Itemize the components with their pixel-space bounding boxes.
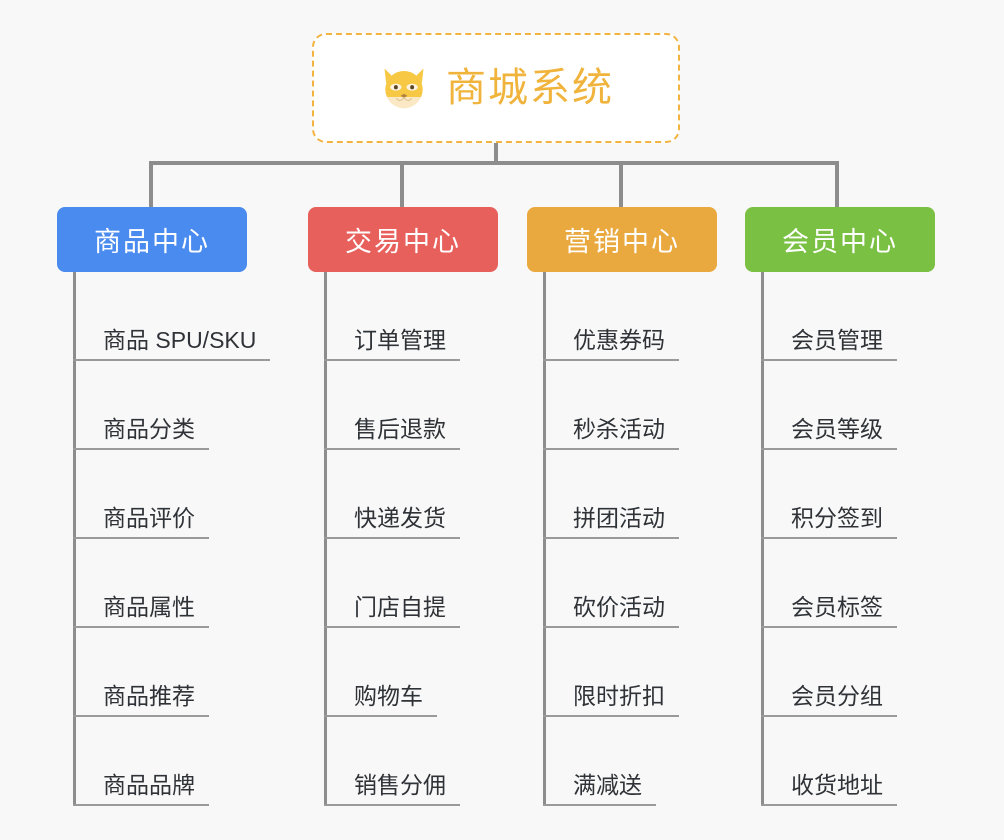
branch-header-2[interactable]: 交易中心 — [308, 207, 498, 272]
leaf-spine-4 — [761, 272, 764, 806]
leaf-item[interactable]: 订单管理 — [308, 272, 498, 361]
leaf-label: 满减送 — [543, 772, 656, 806]
leaf-item[interactable]: 销售分佣 — [308, 717, 498, 806]
root-node[interactable]: 商城系统 — [312, 33, 680, 143]
shiba-dog-face-icon — [384, 68, 424, 109]
leaf-spine-2 — [324, 272, 327, 806]
leaf-item[interactable]: 会员分组 — [745, 628, 935, 717]
branch-column-4: 会员中心 会员管理 会员等级 积分签到 会员标签 会员分组 收货地址 — [745, 207, 935, 806]
leaf-item[interactable]: 收货地址 — [745, 717, 935, 806]
leaf-list-2: 订单管理 售后退款 快递发货 门店自提 购物车 销售分佣 — [308, 272, 498, 806]
leaf-label: 商品 SPU/SKU — [73, 327, 271, 361]
connector-drop-3 — [619, 161, 623, 209]
leaf-label: 限时折扣 — [543, 683, 679, 717]
leaf-spine-1 — [73, 272, 76, 806]
leaf-label: 会员标签 — [761, 594, 897, 628]
branch-header-1-label: 商品中心 — [94, 227, 210, 257]
branch-header-4-label: 会员中心 — [782, 227, 898, 257]
branch-header-4[interactable]: 会员中心 — [745, 207, 935, 272]
leaf-spine-3 — [543, 272, 546, 806]
leaf-label: 会员管理 — [761, 327, 897, 361]
branch-header-3-label: 营销中心 — [564, 227, 680, 257]
leaf-label: 门店自提 — [324, 594, 460, 628]
leaf-item[interactable]: 限时折扣 — [527, 628, 717, 717]
leaf-item[interactable]: 快递发货 — [308, 450, 498, 539]
leaf-label: 会员等级 — [761, 416, 897, 450]
branch-column-3: 营销中心 优惠券码 秒杀活动 拼团活动 砍价活动 限时折扣 满减送 — [527, 207, 717, 806]
leaf-label: 销售分佣 — [324, 772, 460, 806]
leaf-list-4: 会员管理 会员等级 积分签到 会员标签 会员分组 收货地址 — [745, 272, 935, 806]
leaf-item[interactable]: 商品 SPU/SKU — [57, 272, 271, 361]
leaf-label: 砍价活动 — [543, 594, 679, 628]
leaf-label: 购物车 — [324, 683, 437, 717]
leaf-item[interactable]: 商品属性 — [57, 539, 247, 628]
leaf-label: 商品属性 — [73, 594, 209, 628]
leaf-label: 优惠券码 — [543, 327, 679, 361]
leaf-label: 拼团活动 — [543, 505, 679, 539]
leaf-label: 会员分组 — [761, 683, 897, 717]
leaf-label: 收货地址 — [761, 772, 897, 806]
connector-drop-4 — [835, 161, 839, 209]
branch-column-2: 交易中心 订单管理 售后退款 快递发货 门店自提 购物车 销售分佣 — [308, 207, 498, 806]
connector-root-stem — [494, 143, 498, 165]
leaf-label: 快递发货 — [324, 505, 460, 539]
leaf-item[interactable]: 购物车 — [308, 628, 498, 717]
branch-header-3[interactable]: 营销中心 — [527, 207, 717, 272]
leaf-item[interactable]: 门店自提 — [308, 539, 498, 628]
leaf-item[interactable]: 砍价活动 — [527, 539, 717, 628]
leaf-label: 商品评价 — [73, 505, 209, 539]
leaf-item[interactable]: 售后退款 — [308, 361, 498, 450]
leaf-item[interactable]: 秒杀活动 — [527, 361, 717, 450]
connector-drop-2 — [400, 161, 404, 209]
branch-header-1[interactable]: 商品中心 — [57, 207, 247, 272]
leaf-label: 商品品牌 — [73, 772, 209, 806]
leaf-label: 订单管理 — [324, 327, 460, 361]
branch-column-1: 商品中心 商品 SPU/SKU 商品分类 商品评价 商品属性 商品推荐 商品品牌 — [57, 207, 271, 806]
leaf-label: 秒杀活动 — [543, 416, 679, 450]
leaf-item[interactable]: 商品分类 — [57, 361, 247, 450]
leaf-label: 积分签到 — [761, 505, 897, 539]
leaf-item[interactable]: 优惠券码 — [527, 272, 717, 361]
connector-drop-1 — [149, 161, 153, 209]
leaf-label: 售后退款 — [324, 416, 460, 450]
leaf-item[interactable]: 满减送 — [527, 717, 717, 806]
leaf-item[interactable]: 会员标签 — [745, 539, 935, 628]
leaf-label: 商品推荐 — [73, 683, 209, 717]
root-title: 商城系统 — [446, 66, 614, 110]
branch-header-2-label: 交易中心 — [345, 227, 461, 257]
leaf-item[interactable]: 会员等级 — [745, 361, 935, 450]
leaf-list-3: 优惠券码 秒杀活动 拼团活动 砍价活动 限时折扣 满减送 — [527, 272, 717, 806]
leaf-item[interactable]: 商品品牌 — [57, 717, 247, 806]
leaf-item[interactable]: 积分签到 — [745, 450, 935, 539]
leaf-item[interactable]: 会员管理 — [745, 272, 935, 361]
leaf-list-1: 商品 SPU/SKU 商品分类 商品评价 商品属性 商品推荐 商品品牌 — [57, 272, 271, 806]
leaf-label: 商品分类 — [73, 416, 209, 450]
leaf-item[interactable]: 拼团活动 — [527, 450, 717, 539]
leaf-item[interactable]: 商品推荐 — [57, 628, 247, 717]
leaf-item[interactable]: 商品评价 — [57, 450, 247, 539]
connector-horizontal-bus — [149, 161, 839, 165]
